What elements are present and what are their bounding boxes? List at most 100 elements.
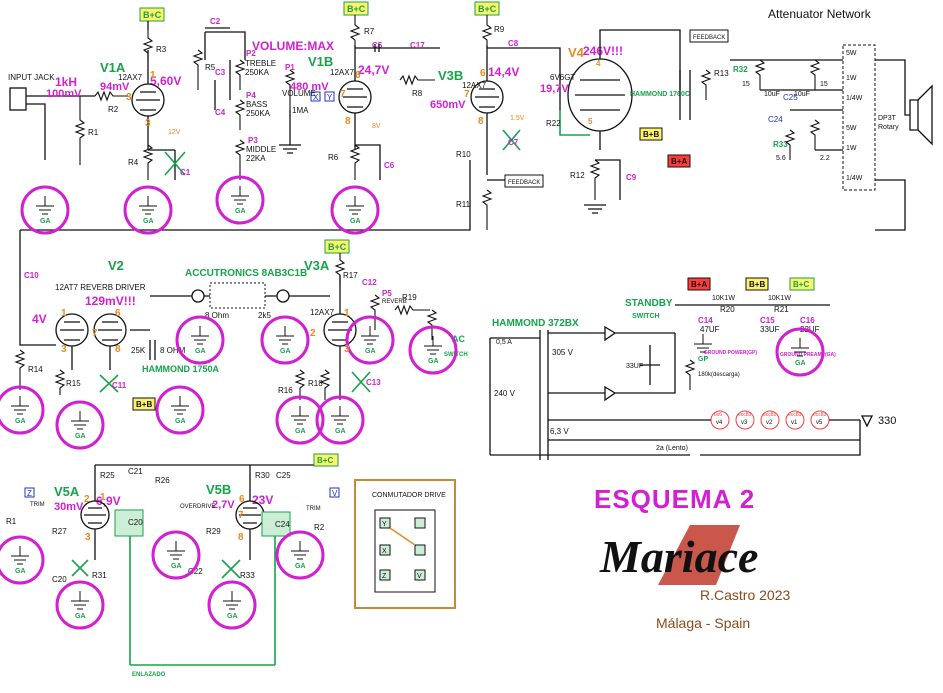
svg-text:Z: Z xyxy=(27,489,32,498)
label-C4: C4 xyxy=(215,108,226,117)
supply-tag-ba-1 xyxy=(667,154,691,168)
svg-text:Y: Y xyxy=(327,93,333,102)
svg-text:X: X xyxy=(382,548,387,555)
feedback-box-2 xyxy=(689,29,729,43)
ga-label: GA xyxy=(195,348,206,355)
svg-text:B+C: B+C xyxy=(347,4,366,14)
label-VR2: R2 xyxy=(314,523,325,532)
ga-label: GA xyxy=(227,613,238,620)
v5a-name: V5A xyxy=(54,484,80,499)
author-label: R.Castro 2023 xyxy=(700,587,790,603)
svg-text:1W: 1W xyxy=(846,75,857,82)
label-R16: R16 xyxy=(278,386,293,395)
c21-box xyxy=(114,509,144,537)
ground-preamp-marker: GA xyxy=(215,175,265,225)
label-C7: C7 xyxy=(508,138,519,147)
svg-text:v4: v4 xyxy=(716,420,723,426)
feedback-box-1 xyxy=(504,174,544,188)
ga-label: GA xyxy=(75,613,86,620)
ground-preamp-marker: GA xyxy=(151,530,201,580)
ac-switch-label: AC xyxy=(452,334,465,344)
ground-power-marker: GP xyxy=(694,334,712,363)
svg-text:7: 7 xyxy=(238,510,244,521)
p1-name: VOLUME xyxy=(282,89,316,98)
ga-label: GA xyxy=(75,433,86,440)
ground-preamp-marker: GA xyxy=(55,400,105,450)
middle-label: MIDDLE xyxy=(246,145,276,154)
supply-tag-ba-2 xyxy=(687,277,711,291)
label-P4: P4 xyxy=(246,91,256,100)
supply-tag-bb-1 xyxy=(639,127,663,141)
v1a-signal: 94mV xyxy=(100,81,130,93)
svg-text:B+C: B+C xyxy=(317,456,333,465)
v1b-type: 12AX7 xyxy=(330,68,355,77)
label-R5: R5 xyxy=(205,63,216,72)
treble-label: TREBLE xyxy=(245,59,276,68)
ga-label: GA xyxy=(795,360,806,367)
svg-text:2.2: 2.2 xyxy=(820,155,830,162)
ground-preamp-marker: GA xyxy=(315,395,365,445)
svg-text:1: 1 xyxy=(344,308,350,319)
label-C17: C17 xyxy=(410,41,425,50)
svg-text:8V: 8V xyxy=(372,123,381,130)
label-R27: R26 xyxy=(155,476,170,485)
svg-text:1/4W: 1/4W xyxy=(846,175,863,182)
svg-text:v2: v2 xyxy=(766,420,773,426)
svg-text:1W: 1W xyxy=(846,145,857,152)
ga-label: GA xyxy=(365,348,376,355)
svg-text:ecc83: ecc83 xyxy=(788,412,802,418)
svg-text:8: 8 xyxy=(115,344,121,355)
r21-value: 10K1W xyxy=(768,295,791,302)
hammond-reverb-label: HAMMOND 1750A xyxy=(142,364,220,374)
v5a-voltage: 6,9V xyxy=(96,494,121,508)
svg-text:4: 4 xyxy=(596,59,601,68)
heater-chain: 6v6 v4 ecc83 v3 ecc81 v2 ecc83 v1 ecc83 … xyxy=(710,410,830,430)
svg-text:5: 5 xyxy=(588,117,593,126)
ohm8-label: 8 Ohm xyxy=(205,311,229,320)
ground-power-label: GROUND POWER(GP) xyxy=(704,350,757,356)
label-C2: C2 xyxy=(210,17,221,26)
v1b-signal: 480 mV xyxy=(290,81,329,93)
svg-text:Z: Z xyxy=(382,573,387,580)
svg-text:8: 8 xyxy=(345,116,351,127)
svg-text:1/4W: 1/4W xyxy=(846,95,863,102)
v240-label: 240 V xyxy=(494,389,516,398)
label-R4: R4 xyxy=(128,158,139,167)
label-R14: R14 xyxy=(28,365,43,374)
svg-text:FEEDBACK: FEEDBACK xyxy=(508,180,540,186)
label-R31: R33 xyxy=(773,140,788,149)
label-R29: R30 xyxy=(255,471,270,480)
v4-signal: 19,7V xyxy=(540,83,569,95)
label-P5: P5 xyxy=(382,289,392,298)
ohm8b-label: 8 OHM xyxy=(160,346,186,355)
svg-text:7: 7 xyxy=(464,89,470,100)
svg-text:3: 3 xyxy=(85,532,91,543)
svg-text:3: 3 xyxy=(145,118,151,129)
ground-pre-label: GROUND PREAMP(GA) xyxy=(780,352,836,358)
ga-label: GA xyxy=(15,418,26,425)
supply-tag-bc-6 xyxy=(313,453,339,467)
bass-label: BASS xyxy=(246,100,267,109)
trim-label-2: TRIM xyxy=(306,506,321,512)
label-VR1: R1 xyxy=(6,517,17,526)
fuse2-label: 2a (Lento) xyxy=(656,445,688,452)
svg-text:v3: v3 xyxy=(741,420,748,426)
label-C15: C15 xyxy=(760,316,775,325)
trim-label-1: TRIM xyxy=(30,502,45,508)
svg-text:X: X xyxy=(313,93,319,102)
v3a-name: V3A xyxy=(304,258,330,273)
svg-text:B+A: B+A xyxy=(691,280,707,289)
v1a-name: V1A xyxy=(100,60,126,75)
label-R21: R21 xyxy=(774,305,789,314)
ground-preamp-marker: GA xyxy=(275,395,325,445)
v305-label: 305 V xyxy=(552,348,574,357)
switch-z-box-1 xyxy=(24,487,35,498)
v3a-type: 12AX7 xyxy=(310,308,335,317)
cap-33uf-label: 33UF xyxy=(626,363,643,370)
k25-label: 2k5 xyxy=(258,311,271,320)
svg-text:3: 3 xyxy=(61,344,67,355)
svg-text:2: 2 xyxy=(84,494,90,505)
svg-text:7: 7 xyxy=(340,89,346,100)
